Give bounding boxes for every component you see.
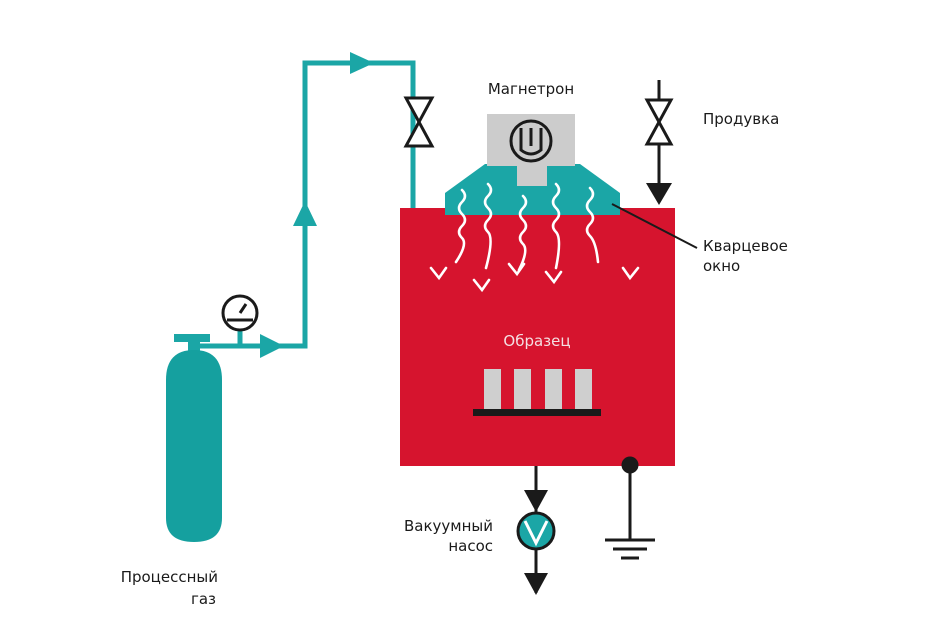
pressure-gauge-icon	[221, 294, 259, 346]
gas-cylinder	[166, 334, 222, 542]
valve-icon	[644, 98, 674, 146]
quartz-window	[445, 164, 620, 215]
purge-line	[644, 80, 674, 205]
magnetron	[487, 114, 575, 186]
label-purge: Продувка	[703, 110, 779, 128]
sample-stage	[473, 369, 601, 416]
vacuum-line	[516, 466, 556, 595]
valve-icon	[403, 96, 435, 148]
label-process-gas-2: газ	[191, 590, 216, 608]
ground-icon	[605, 456, 655, 560]
arrow-right-1	[260, 334, 284, 358]
microwave-arrow-heads	[429, 262, 640, 293]
arrow-right-2	[350, 52, 374, 74]
label-magnetron: Магнетрон	[488, 80, 574, 98]
label-sample: Образец	[503, 332, 570, 350]
quartz-window-pointer	[611, 203, 698, 249]
gas-flow-arrows	[260, 52, 374, 358]
reactor-chamber	[400, 208, 675, 466]
vacuum-pump-icon	[516, 511, 556, 551]
magnetron-icon	[509, 119, 553, 163]
label-process-gas-1: Процессный	[121, 568, 218, 586]
arrow-up	[293, 201, 317, 226]
label-quartz-window-1: Кварцевое	[703, 237, 788, 255]
label-vacuum-pump-1: Вакуумный	[404, 517, 493, 535]
purge-arrow	[646, 183, 672, 205]
microwave-arrows	[454, 182, 600, 272]
label-quartz-window-2: окно	[703, 257, 740, 275]
label-vacuum-pump-2: насос	[448, 537, 493, 555]
